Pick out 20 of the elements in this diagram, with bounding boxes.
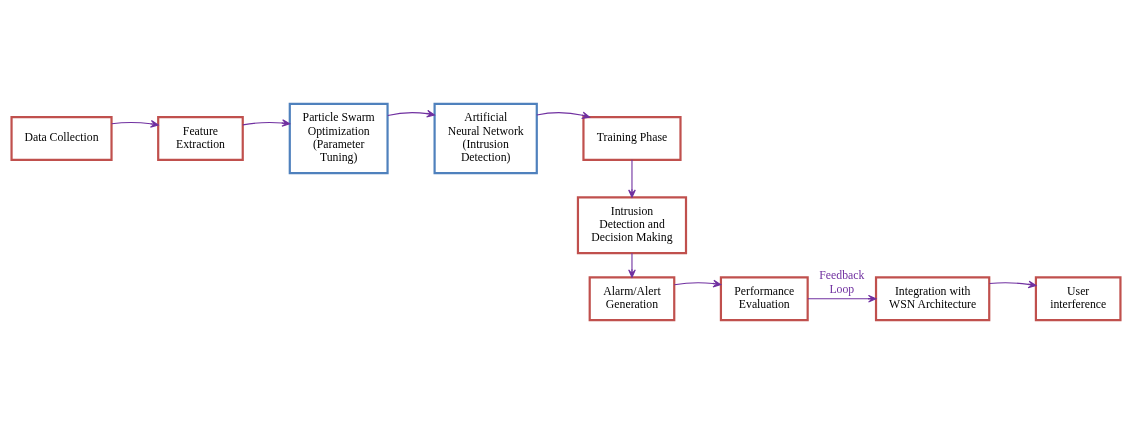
arrow — [628, 158, 636, 198]
node-box: Particle Swarm Optimization (Parameter Tuning) — [288, 102, 389, 174]
node-box: Feature Extraction — [157, 115, 244, 161]
arrow — [673, 279, 722, 287]
arrow — [111, 119, 159, 128]
node-box: Integration with WSN Architecture — [874, 275, 991, 321]
arrow — [628, 252, 636, 278]
node-box: Training Phase — [582, 115, 682, 161]
arrow — [807, 294, 877, 303]
node-box: Performance Evaluation — [719, 275, 809, 321]
node-box: Alarm/Alert Generation — [588, 275, 676, 321]
node-box: Intrusion Detection and Decision Making — [576, 195, 688, 254]
arrow — [242, 118, 291, 127]
node-box: Artificial Neural Network (Intrusion Detection) — [433, 102, 538, 174]
edge-label: Feedback Loop — [819, 268, 865, 296]
node-box: Data Collection — [10, 115, 113, 161]
arrow — [536, 111, 591, 119]
node-box: User interference — [1034, 275, 1122, 321]
arrow — [988, 280, 1037, 288]
arrow — [387, 109, 435, 117]
